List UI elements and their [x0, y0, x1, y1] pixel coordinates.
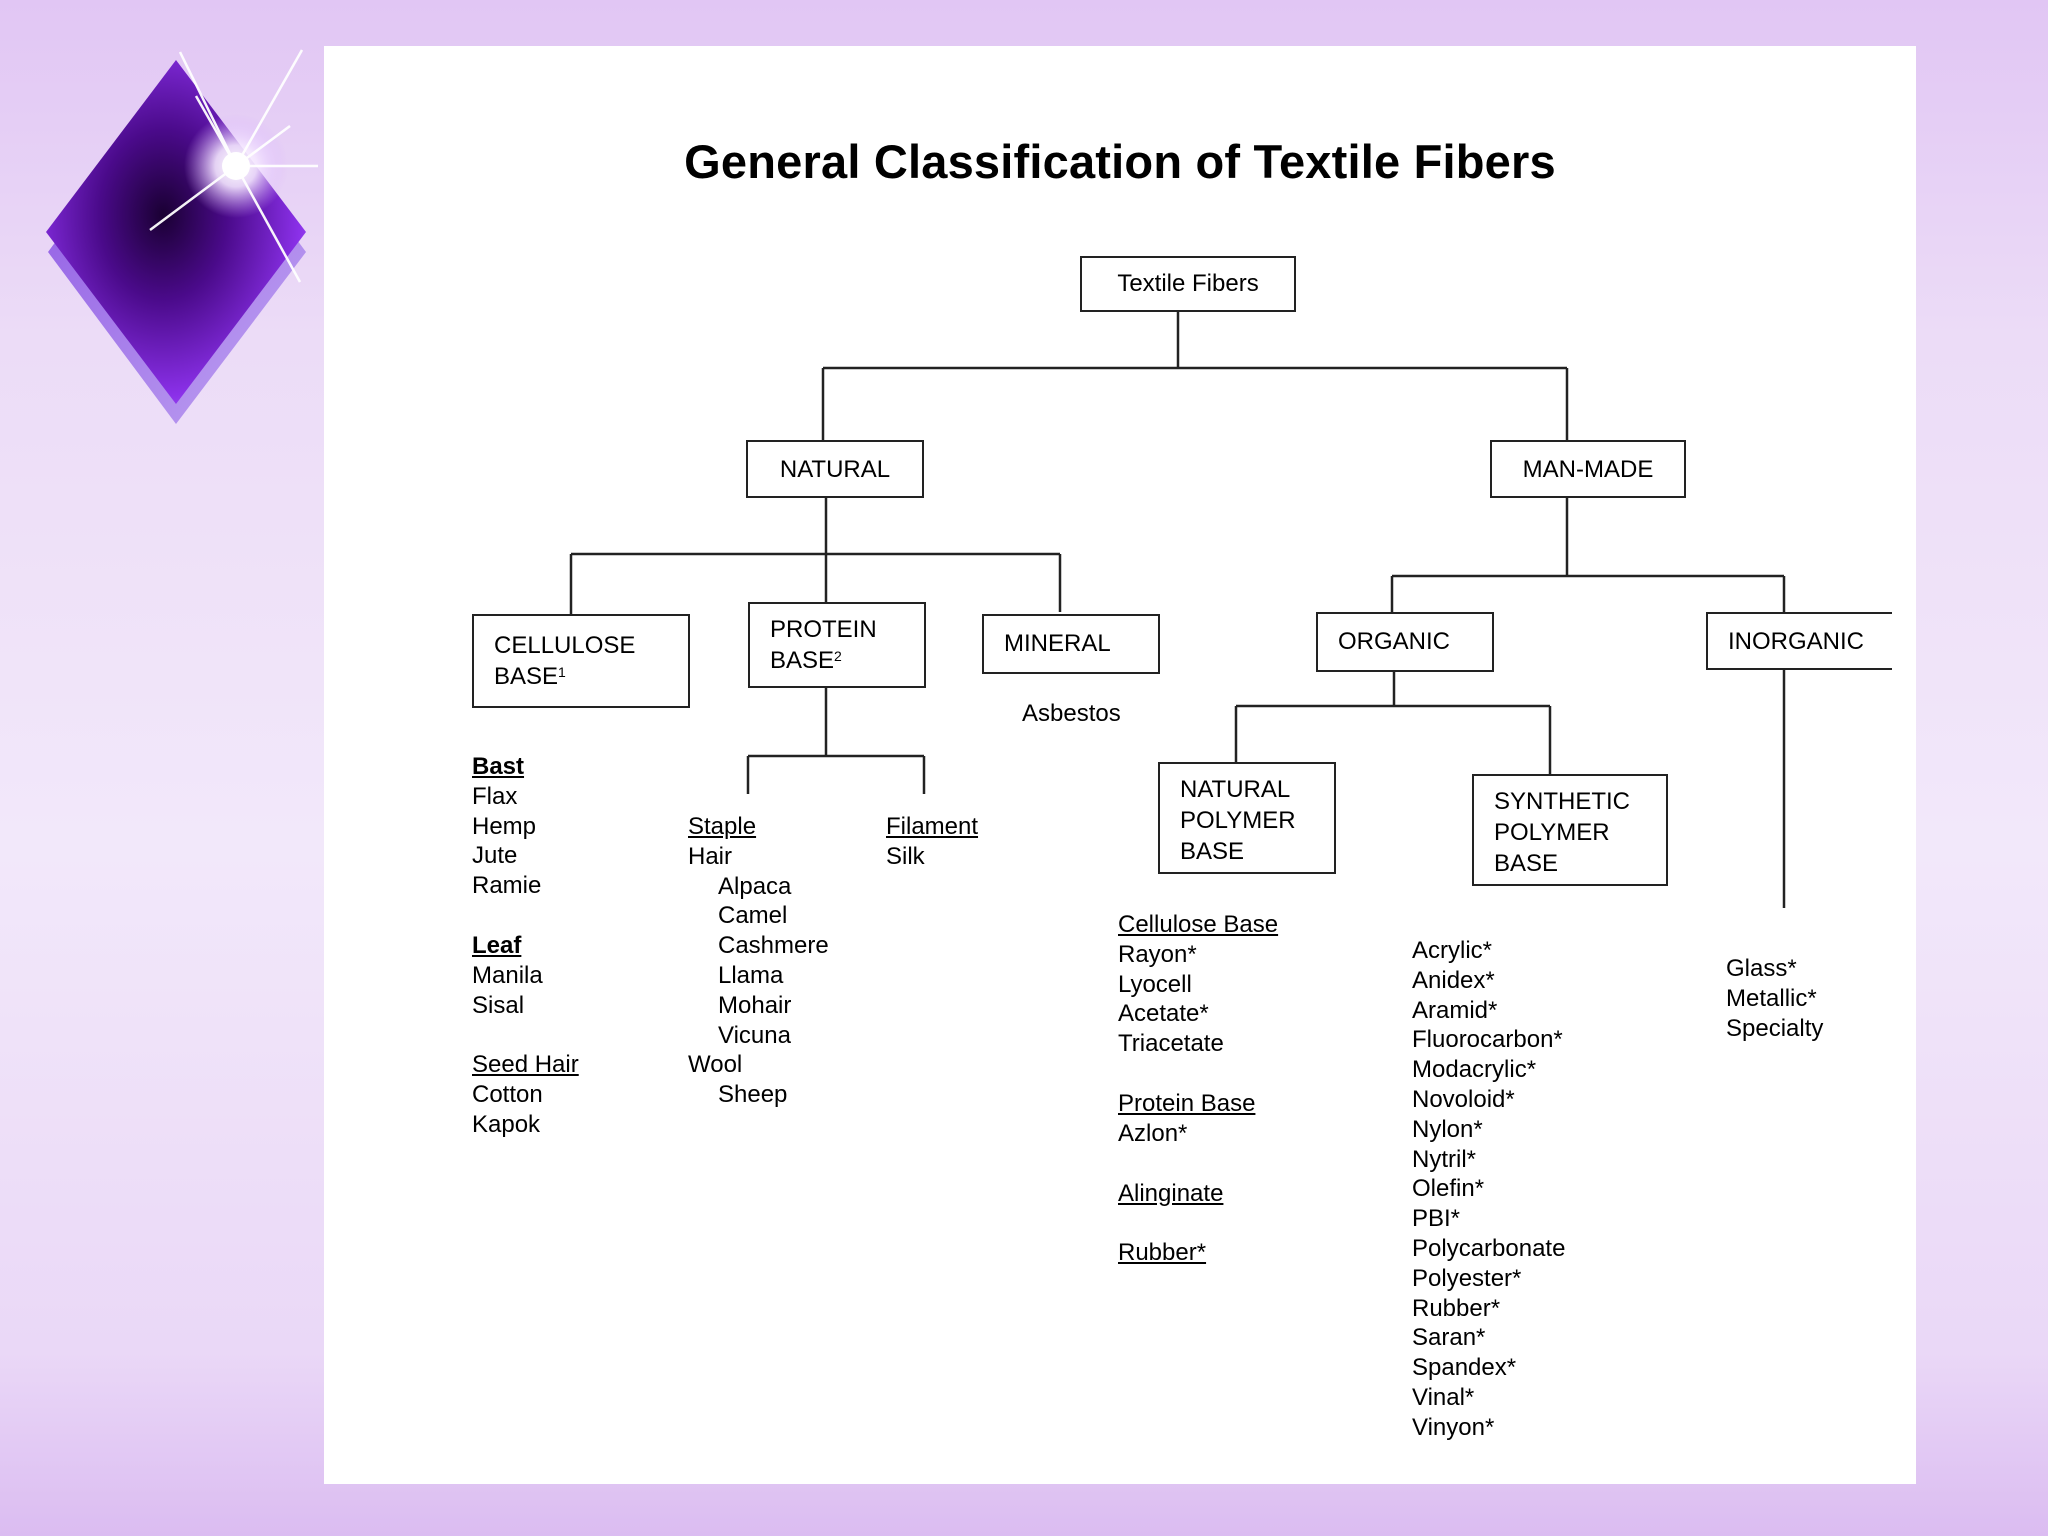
node-man-made: MAN-MADE: [1490, 440, 1686, 498]
group-heading: Protein Base: [1118, 1089, 1256, 1117]
node-textile-fibers: Textile Fibers: [1080, 256, 1296, 312]
node-natural: NATURAL: [746, 440, 924, 498]
list-item: Acetate*: [1118, 1000, 1209, 1028]
tree-connectors: [569, 310, 1786, 908]
list-item: Specialty: [1726, 1014, 1824, 1042]
page-title: General Classification of Textile Fibers: [684, 135, 1556, 188]
list-item: Polyester*: [1412, 1264, 1522, 1292]
list-item: Metallic*: [1726, 984, 1817, 1012]
footnote-marker: 2: [834, 648, 842, 664]
node-mineral: MINERAL: [982, 614, 1160, 674]
list-item: Alpaca: [718, 872, 792, 900]
list-item: Polycarbonate: [1412, 1234, 1566, 1262]
list-item: Manila: [472, 961, 543, 989]
list-item: Azlon*: [1118, 1119, 1188, 1147]
node-cellulose-line1: CELLULOSE: [494, 632, 636, 659]
node-synthetic-polymer-base: SYNTHETIC POLYMER BASE: [1472, 774, 1668, 886]
list-item: Vicuna: [718, 1021, 791, 1049]
node-protein-base: PROTEIN BASE2: [748, 602, 926, 688]
node-protein-line1: PROTEIN: [770, 616, 877, 643]
list-item: Hair: [688, 842, 733, 870]
cellulose-fiber-list: Bast Flax Hemp Jute Ramie Leaf Manila Si…: [472, 752, 579, 1140]
node-textile-fibers-label: Textile Fibers: [1117, 270, 1259, 297]
list-item: Jute: [472, 842, 518, 870]
list-item: Flax: [472, 782, 518, 810]
list-item: Rayon*: [1118, 940, 1197, 968]
list-item: Cotton: [472, 1081, 543, 1109]
list-item: Anidex*: [1412, 966, 1495, 994]
footnote-marker: 1: [558, 664, 566, 680]
list-item: Vinal*: [1412, 1383, 1475, 1411]
mineral-item: Asbestos: [1022, 700, 1121, 727]
list-item: Sheep: [718, 1081, 788, 1109]
list-item: Cashmere: [718, 932, 829, 960]
node-natural-polymer-line3: BASE: [1180, 838, 1245, 865]
node-inorganic: INORGANIC: [1706, 612, 1892, 670]
node-natural-polymer-base: NATURAL POLYMER BASE: [1158, 762, 1336, 874]
group-heading: Cellulose Base: [1118, 911, 1279, 938]
list-item: Saran*: [1412, 1324, 1486, 1352]
list-item: Hemp: [472, 812, 537, 840]
slide-content: General Classification of Textile Fibers: [324, 46, 1916, 1484]
node-natural-polymer-line1: NATURAL: [1180, 776, 1291, 803]
group-heading: Seed Hair: [472, 1051, 579, 1079]
node-cellulose-line2: BASE: [494, 663, 559, 690]
node-synthetic-polymer-line2: POLYMER: [1494, 819, 1610, 846]
node-synthetic-polymer-line3: BASE: [1494, 850, 1559, 877]
list-item: Nytril*: [1412, 1145, 1476, 1173]
list-item: Rubber*: [1412, 1294, 1501, 1322]
node-organic-label: ORGANIC: [1338, 628, 1451, 655]
list-item: Modacrylic*: [1412, 1056, 1537, 1084]
list-item: Ramie: [472, 872, 542, 900]
node-organic: ORGANIC: [1316, 612, 1494, 672]
node-inorganic-label: INORGANIC: [1728, 628, 1865, 655]
natural-polymer-list: Cellulose Base Rayon* Lyocell Acetate* T…: [1118, 910, 1278, 1268]
node-synthetic-polymer-line1: SYNTHETIC: [1494, 788, 1631, 815]
group-heading: Bast: [472, 753, 525, 780]
list-item: Vinyon*: [1412, 1413, 1495, 1441]
list-item: Triacetate: [1118, 1030, 1224, 1058]
inorganic-list: Glass* Metallic* Specialty: [1726, 954, 1823, 1043]
node-protein-line2: BASE: [770, 647, 835, 674]
list-item: Nylon*: [1412, 1115, 1483, 1143]
list-item: Silk: [886, 842, 925, 870]
list-item: Novoloid*: [1412, 1085, 1515, 1113]
group-heading: Alinginate: [1118, 1179, 1224, 1207]
node-natural-polymer-line2: POLYMER: [1180, 807, 1296, 834]
group-heading: Filament: [886, 813, 979, 840]
group-heading: Rubber*: [1118, 1239, 1207, 1267]
list-item: Sisal: [472, 991, 525, 1019]
star-diamond-ornament: [46, 49, 318, 424]
list-item: Wool: [688, 1051, 743, 1079]
node-mineral-label: MINERAL: [1004, 630, 1111, 657]
list-item: Acrylic*: [1412, 937, 1493, 964]
protein-staple-list: Staple Hair Alpaca Camel Cashmere Llama …: [688, 812, 829, 1110]
list-item: Camel: [718, 902, 788, 930]
node-cellulose-base: CELLULOSE BASE1: [472, 614, 690, 708]
synthetic-polymer-list: Acrylic* Anidex* Aramid* Fluorocarbon* M…: [1412, 936, 1565, 1443]
list-item: Lyocell: [1118, 970, 1192, 998]
list-item: Kapok: [472, 1110, 541, 1138]
node-man-made-label: MAN-MADE: [1522, 456, 1654, 483]
list-item: Aramid*: [1412, 996, 1498, 1024]
list-item: Fluorocarbon*: [1412, 1026, 1563, 1054]
list-item: Olefin*: [1412, 1175, 1485, 1203]
list-item: Glass*: [1726, 955, 1797, 982]
list-item: PBI*: [1412, 1205, 1461, 1233]
list-item: Mohair: [718, 991, 792, 1019]
list-item: Llama: [718, 961, 784, 989]
group-heading: Leaf: [472, 931, 522, 959]
group-heading: Staple: [688, 813, 757, 840]
list-item: Spandex*: [1412, 1354, 1517, 1382]
node-natural-label: NATURAL: [779, 456, 891, 483]
protein-filament-list: Filament Silk: [886, 812, 978, 872]
